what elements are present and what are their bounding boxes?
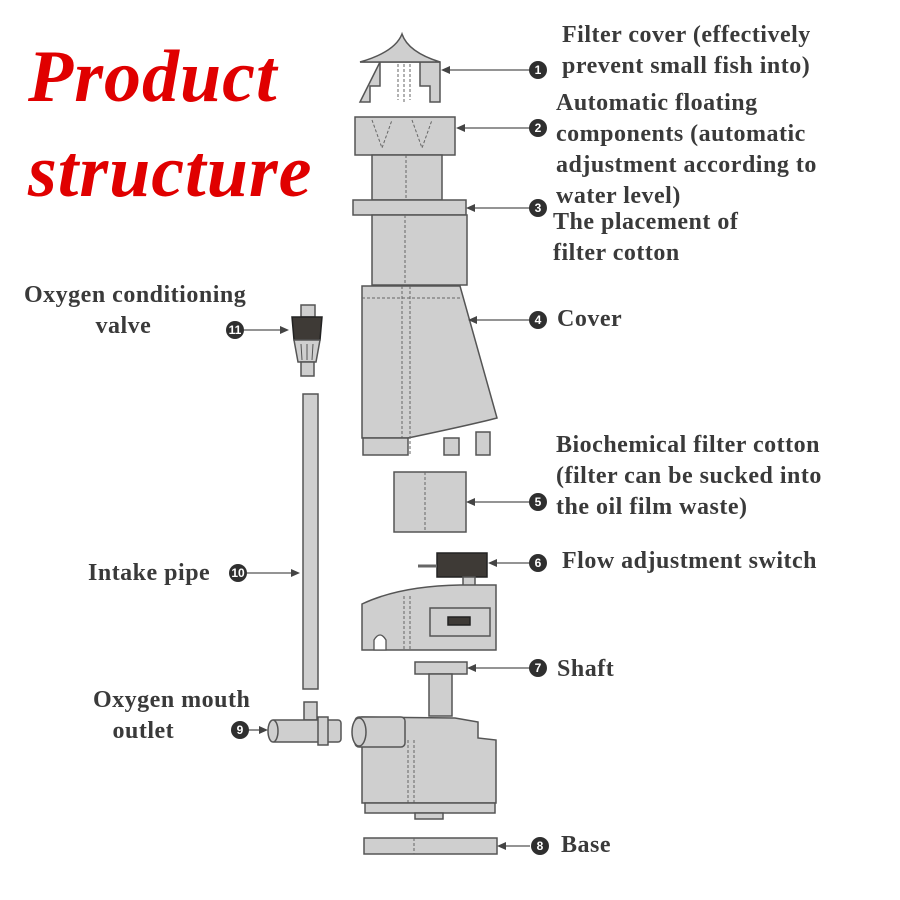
svg-text:6: 6 [535,556,542,570]
svg-text:5: 5 [535,495,542,509]
number-badge-10: 10 [229,564,247,582]
label-intake-pipe: Intake pipe [88,560,211,586]
number-badge-1: 1 [529,61,547,79]
callout-10: 10 [229,564,300,582]
number-badge-11: 11 [226,321,244,339]
callout-11: 11 [226,321,289,339]
svg-text:4: 4 [535,313,542,327]
svg-text:2: 2 [535,121,542,135]
callout-6: 6 [488,554,547,572]
title-line-1: Product [28,36,278,118]
label-shaft: Shaft [557,656,615,682]
label-filter-cover: Filter cover (effectively prevent small … [562,22,811,79]
svg-text:7: 7 [535,661,542,675]
label-automatic-floating-components: Automatic floating components (automatic… [556,90,817,209]
callout-8: 8 [497,837,549,855]
svg-text:1: 1 [535,63,542,77]
part-oxygen-mouth-outlet [267,701,342,746]
callout-1: 1 [441,61,547,79]
part-base [363,837,498,855]
part-oxygen-conditioning-valve [291,304,323,377]
svg-text:10: 10 [231,566,245,580]
callout-5: 5 [466,493,547,511]
callout-3: 3 [466,199,547,217]
number-badge-5: 5 [529,493,547,511]
number-badge-4: 4 [529,311,547,329]
label-oxygen-conditioning-valve: Oxygen conditioning valve [24,282,247,339]
label-flow-adjustment-switch: Flow adjustment switch [562,548,817,574]
number-badge-3: 3 [529,199,547,217]
number-badge-8: 8 [531,837,549,855]
svg-text:9: 9 [237,723,244,737]
part-flow-adjustment-switch [361,552,497,651]
part-biochemical-filter-cotton [393,471,467,533]
title-line-2: structure [28,131,313,213]
number-badge-2: 2 [529,119,547,137]
label-cover: Cover [557,306,623,332]
label-biochemical-filter-cotton: Biochemical filter cotton (filter can be… [556,432,822,520]
part-pump-body [351,716,497,820]
svg-text:8: 8 [537,839,544,853]
svg-text:3: 3 [535,201,542,215]
part-filter-cover [358,31,441,103]
number-badge-9: 9 [231,721,249,739]
part-cover [361,285,498,456]
callout-7: 7 [467,659,547,677]
label-filter-cotton-placement: The placement of filter cotton [553,209,739,266]
callout-2: 2 [456,119,547,137]
part-filter-cotton-placement [352,199,468,286]
number-badge-6: 6 [529,554,547,572]
callout-9: 9 [231,721,268,739]
callout-4: 4 [468,311,547,329]
number-badge-7: 7 [529,659,547,677]
label-base: Base [561,832,611,858]
label-oxygen-mouth-outlet: Oxygen mouth outlet [93,687,251,744]
part-intake-pipe [302,393,319,690]
part-floating-component [354,116,456,201]
svg-text:11: 11 [229,323,242,337]
part-shaft [414,661,468,717]
